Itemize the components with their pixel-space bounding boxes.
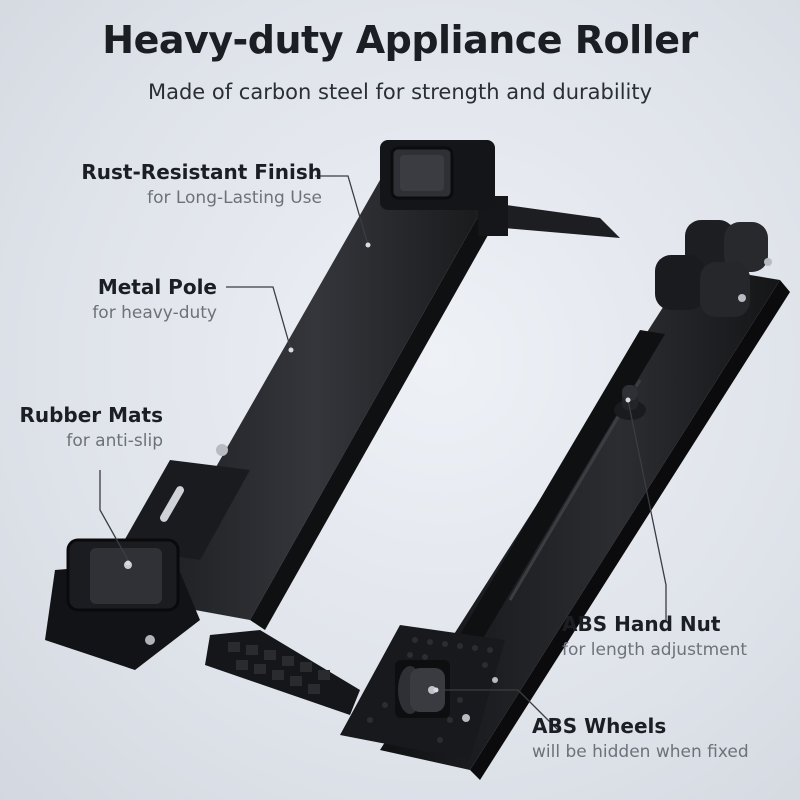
page-subtitle: Made of carbon steel for strength and du…: [147, 80, 653, 104]
rust-resistant-callout: Rust-Resistant Finish for Long-Lasting U…: [81, 160, 322, 208]
metal-pole-desc: for heavy-duty: [92, 303, 217, 323]
rubber-mats-title: Rubber Mats: [19, 403, 163, 427]
metal-pole-callout: Metal Pole for heavy-duty: [92, 275, 217, 323]
metal-pole-title: Metal Pole: [97, 275, 217, 299]
bottom-abs-wheels: [340, 625, 505, 760]
bottom-rubber-mat: [45, 538, 200, 670]
top-abs-wheels: [655, 220, 772, 317]
page-title: Heavy-duty Appliance Roller: [102, 18, 698, 62]
rust-resistant-desc: for Long-Lasting Use: [147, 188, 322, 208]
hand-nut-callout: ABS Hand Nut for length adjustment: [562, 612, 747, 660]
hand-nut-desc: for length adjustment: [562, 640, 748, 660]
hand-nut-title: ABS Hand Nut: [562, 612, 721, 636]
bottom-handle: [205, 630, 360, 715]
rust-resistant-title: Rust-Resistant Finish: [81, 160, 322, 184]
callout-lines: [99, 175, 667, 731]
top-rubber-mat: [380, 140, 495, 210]
right-roller: [205, 220, 790, 780]
left-roller: [45, 140, 620, 670]
abs-hand-nut: [614, 385, 646, 420]
wheels-title: ABS Wheels: [532, 714, 667, 738]
locking-pin: [216, 444, 228, 456]
rubber-mats-callout: Rubber Mats for anti-slip: [19, 403, 163, 451]
rubber-mats-desc: for anti-slip: [66, 431, 163, 451]
wheels-callout: ABS Wheels will be hidden when fixed: [532, 714, 749, 762]
wheels-desc: will be hidden when fixed: [532, 742, 749, 762]
